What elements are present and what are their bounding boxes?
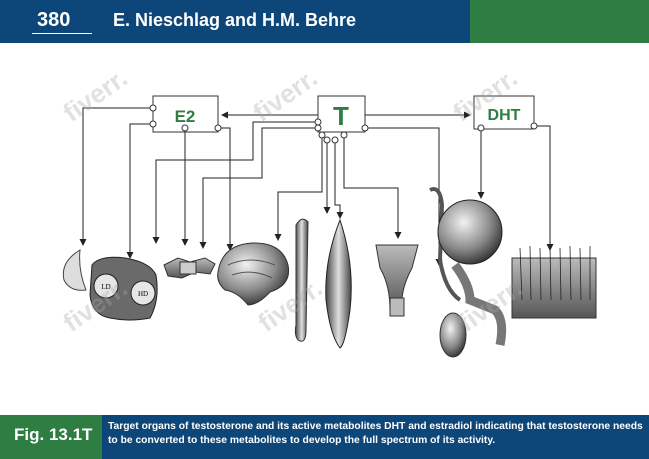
larynx-organ	[375, 244, 419, 317]
liver-organ: LD HD	[89, 256, 158, 321]
muscle-organ	[325, 218, 352, 349]
skin-hair-organ	[511, 245, 597, 319]
page-header: 380 E. Nieschlag and H.M. Behre	[0, 0, 649, 43]
figure-caption-bar: Fig. 13.1T Target organs of testosterone…	[0, 415, 649, 459]
t-box: T	[317, 95, 366, 133]
header-blue-band	[0, 0, 470, 43]
page-authors: E. Nieschlag and H.M. Behre	[113, 10, 357, 30]
page-number: 380	[37, 9, 71, 31]
brain-organ	[217, 242, 290, 306]
bone-joint-organ	[163, 257, 216, 279]
dht-box: DHT	[473, 95, 535, 130]
hd-label: HD	[138, 290, 148, 298]
breast-organ	[62, 249, 87, 291]
page-number-underline	[32, 33, 92, 34]
long-bone-organ	[294, 218, 309, 342]
figure-caption: Target organs of testosterone and its ac…	[108, 421, 643, 446]
prostate-reproductive-organ	[429, 187, 507, 358]
ld-label: LD	[101, 283, 110, 291]
t-label: T	[333, 101, 349, 131]
figure-label-box: Fig. 13.1T	[0, 415, 102, 459]
header-green-band	[470, 0, 649, 43]
dht-label: DHT	[488, 107, 521, 124]
port-dots	[149, 104, 538, 144]
hormone-target-diagram: E2 T DHT LD HD	[62, 95, 597, 358]
figure-label: Fig. 13.1T	[14, 425, 93, 444]
connector-lines	[79, 107, 554, 266]
e2-label: E2	[175, 107, 196, 126]
e2-box: E2	[152, 95, 219, 133]
